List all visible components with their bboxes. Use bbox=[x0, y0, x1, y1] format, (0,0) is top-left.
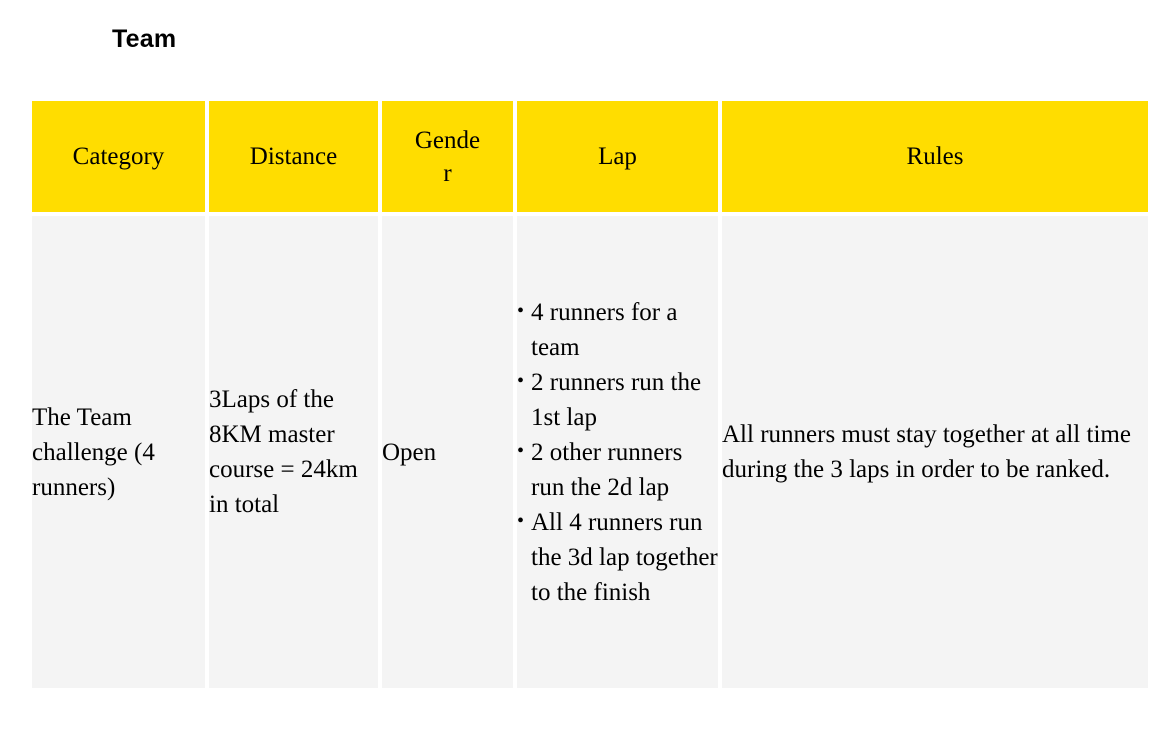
list-item: 2 runners run the 1st lap bbox=[517, 364, 718, 435]
page-title: Team bbox=[112, 25, 177, 53]
column-header-distance: Distance bbox=[209, 101, 378, 212]
column-header-distance-text: Distance bbox=[249, 143, 338, 170]
column-header-lap: Lap bbox=[517, 101, 718, 212]
cell-rules: All runners must stay together at all ti… bbox=[722, 216, 1148, 688]
column-header-category-text: Category bbox=[72, 143, 165, 170]
column-header-gender-text-line1: Gende bbox=[414, 126, 481, 154]
cell-category: The Team challenge (4 runners) bbox=[32, 216, 205, 688]
column-header-lap-text: Lap bbox=[598, 143, 637, 170]
column-header-rules-text: Rules bbox=[906, 143, 964, 170]
column-header-rules: Rules bbox=[722, 101, 1148, 212]
cell-lap: 4 runners for a team 2 runners run the 1… bbox=[517, 216, 718, 688]
table-header: Category Distance Gende r Lap Rules bbox=[32, 101, 1148, 212]
rules-table: Category Distance Gende r Lap Rules The … bbox=[28, 97, 1152, 692]
column-header-gender: Gende r bbox=[382, 101, 513, 212]
table-header-row: Category Distance Gende r Lap Rules bbox=[32, 101, 1148, 212]
list-item: 2 other runners run the 2d lap bbox=[517, 434, 718, 505]
cell-distance: 3Laps of the 8KM master course = 24km in… bbox=[209, 216, 378, 688]
column-header-gender-text-line2: r bbox=[443, 159, 452, 187]
cell-gender: Open bbox=[382, 216, 513, 688]
list-item: 4 runners for a team bbox=[517, 294, 718, 365]
table-row: The Team challenge (4 runners) 3Laps of … bbox=[32, 216, 1148, 688]
column-header-category: Category bbox=[32, 101, 205, 212]
list-item: All 4 runners run the 3d lap together to… bbox=[517, 504, 718, 610]
table-body: The Team challenge (4 runners) 3Laps of … bbox=[32, 216, 1148, 688]
lap-bullet-list: 4 runners for a team 2 runners run the 1… bbox=[517, 294, 718, 610]
